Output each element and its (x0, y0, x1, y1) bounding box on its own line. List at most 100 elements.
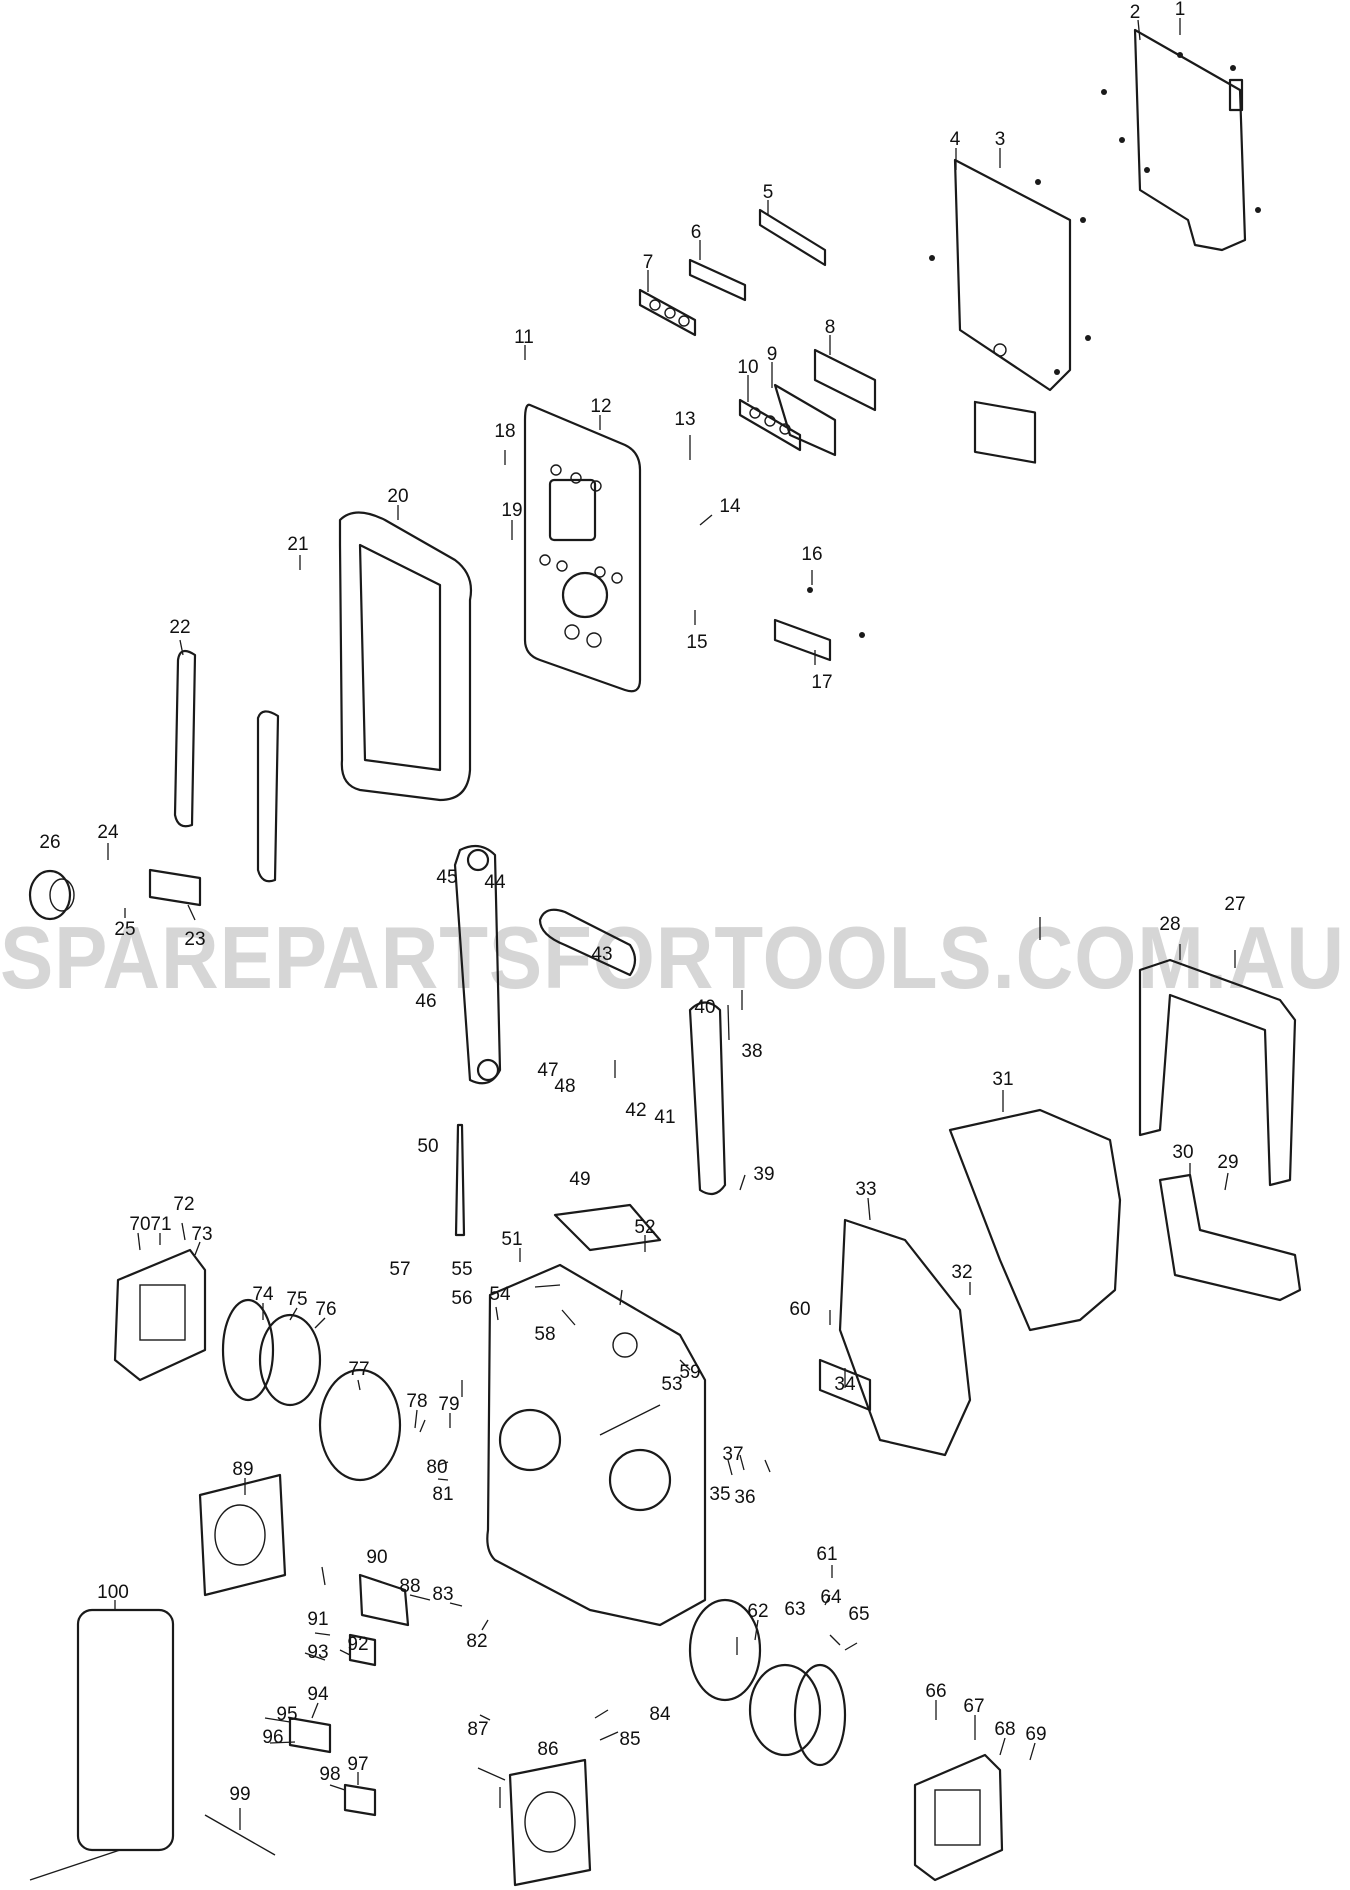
plate-8 (813, 348, 877, 412)
battery-cover-49 (553, 1203, 662, 1252)
plate-5 (758, 208, 827, 267)
part-number-10: 10 (737, 357, 758, 378)
part-number-83: 83 (432, 1584, 453, 1605)
pcb-board (1101, 28, 1261, 252)
part-number-73: 73 (191, 1224, 212, 1245)
part-number-92: 92 (347, 1634, 368, 1655)
part-number-32: 32 (951, 1262, 972, 1283)
part-number-24: 24 (97, 822, 119, 843)
part-number-19: 19 (501, 500, 522, 521)
part-number-69: 69 (1025, 1724, 1046, 1745)
part-number-23: 23 (184, 929, 205, 950)
plate-6 (688, 258, 747, 302)
part-number-62: 62 (747, 1601, 768, 1622)
part-number-21: 21 (287, 534, 308, 555)
part-number-96: 96 (262, 1727, 283, 1748)
part-number-58: 58 (534, 1324, 555, 1345)
speaker-grille-right-67 (913, 1753, 1004, 1882)
part-number-36: 36 (734, 1487, 755, 1508)
part-number-68: 68 (994, 1719, 1015, 1740)
part-number-30: 30 (1172, 1142, 1193, 1163)
part-number-89: 89 (232, 1459, 253, 1480)
part-number-9: 9 (767, 344, 778, 365)
part-number-63: 63 (784, 1599, 805, 1620)
part-number-71: 71 (150, 1214, 171, 1235)
part-number-6: 6 (691, 222, 702, 243)
display-board (929, 158, 1091, 464)
watermark-text: SPAREPARTSFORTOOLS.COM.AU (0, 908, 1345, 1007)
part-number-90: 90 (366, 1547, 387, 1568)
part-number-97: 97 (347, 1754, 368, 1775)
part-number-80: 80 (426, 1457, 447, 1478)
wire-99 (204, 1814, 276, 1856)
part-number-20: 20 (387, 486, 408, 507)
part-number-48: 48 (554, 1076, 575, 1097)
part-number-31: 31 (992, 1069, 1013, 1090)
part-number-53: 53 (661, 1374, 682, 1395)
speaker-right-63 (748, 1663, 847, 1767)
part-number-67: 67 (963, 1696, 984, 1717)
bracket-23 (148, 868, 202, 907)
part-number-60: 60 (789, 1299, 810, 1320)
part-number-5: 5 (763, 182, 774, 203)
part-number-45: 45 (436, 867, 457, 888)
part-number-1: 1 (1175, 0, 1186, 20)
part-number-25: 25 (114, 919, 135, 940)
part-number-74: 74 (252, 1284, 274, 1305)
part-number-17: 17 (811, 672, 832, 693)
board-95 (288, 1716, 332, 1754)
rod-second (256, 710, 280, 883)
part-number-41: 41 (654, 1107, 675, 1128)
part-number-33: 33 (855, 1179, 876, 1200)
part-number-28: 28 (1159, 914, 1180, 935)
switch-92 (348, 1633, 377, 1667)
part-number-61: 61 (816, 1544, 837, 1565)
knob-26 (28, 869, 75, 921)
part-number-99: 99 (229, 1784, 250, 1805)
side-frame-28 (1138, 958, 1297, 1187)
part-number-29: 29 (1217, 1152, 1238, 1173)
bumper-frame-top (338, 511, 473, 802)
part-number-12: 12 (590, 396, 611, 417)
part-number-50: 50 (417, 1136, 438, 1157)
part-number-18: 18 (494, 421, 515, 442)
part-number-46: 46 (415, 991, 436, 1012)
part-number-14: 14 (719, 496, 741, 517)
gasket-62 (688, 1598, 762, 1702)
panel-100 (76, 1608, 175, 1852)
front-panel (523, 403, 642, 693)
small-board-17 (773, 587, 865, 662)
part-number-84: 84 (649, 1704, 671, 1725)
part-number-49: 49 (569, 1169, 590, 1190)
part-number-77: 77 (348, 1359, 369, 1380)
part-number-59: 59 (679, 1362, 700, 1383)
part-number-44: 44 (484, 872, 506, 893)
part-number-72: 72 (173, 1194, 194, 1215)
rear-cover-31 (948, 1108, 1122, 1332)
button-strip-7 (638, 288, 697, 337)
handle-side-44 (453, 844, 502, 1085)
handle-side-40 (688, 1001, 727, 1196)
part-number-88: 88 (399, 1576, 420, 1597)
handle-grip-43 (538, 908, 637, 977)
main-housing (486, 1263, 707, 1627)
foam-89 (198, 1473, 287, 1597)
switch-90 (358, 1573, 410, 1627)
part-number-81: 81 (432, 1484, 453, 1505)
part-number-91: 91 (307, 1609, 328, 1630)
part-number-57: 57 (389, 1259, 410, 1280)
part-number-100: 100 (97, 1582, 129, 1603)
speaker-left-74 (221, 1298, 322, 1407)
part-number-38: 38 (741, 1041, 762, 1062)
part-number-85: 85 (619, 1729, 640, 1750)
leader-lines (29, 18, 1236, 1881)
bracket-30 (1158, 1173, 1302, 1302)
gasket-33 (838, 1218, 972, 1457)
part-number-34: 34 (834, 1374, 856, 1395)
foam-86 (508, 1758, 592, 1887)
part-number-95: 95 (276, 1704, 297, 1725)
part-number-54: 54 (489, 1284, 511, 1305)
part-number-98: 98 (319, 1764, 340, 1785)
button-strip-10 (738, 398, 802, 452)
